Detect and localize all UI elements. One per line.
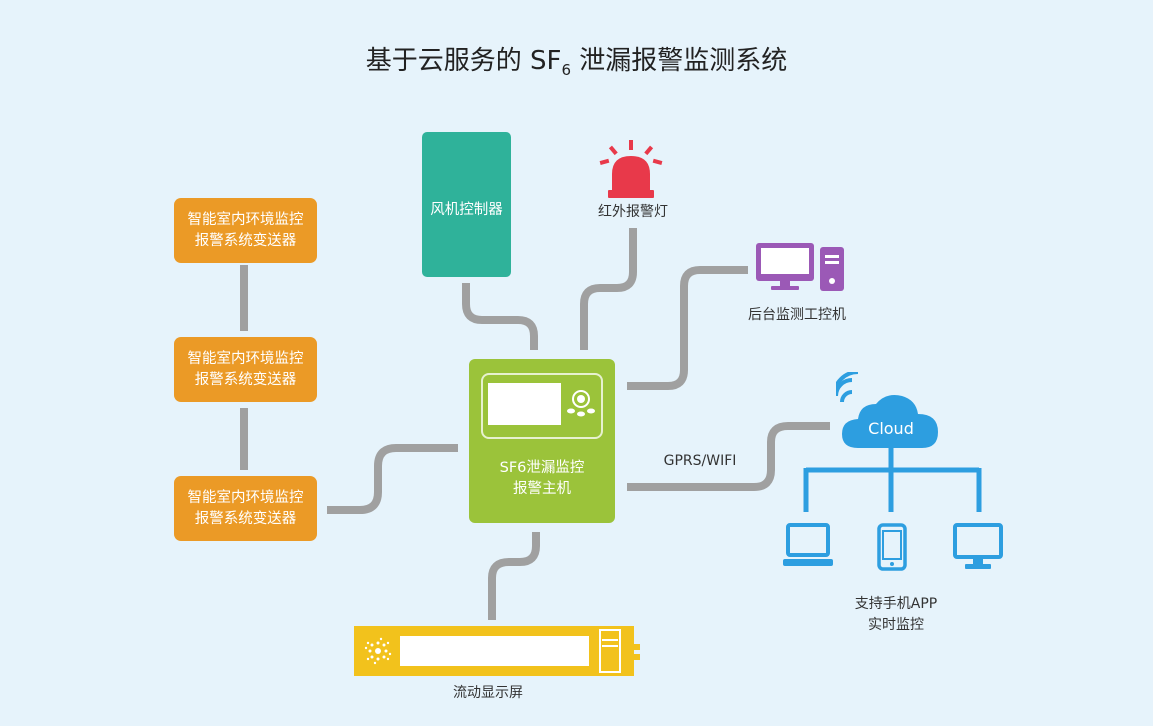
alarm-host-box: SF6泄漏监控 报警主机 [469,359,615,523]
page-title: 基于云服务的 SF6 泄漏报警监测系统 [0,40,1153,79]
host-label-line1: SF6泄漏监控 [499,460,585,476]
sensor-2-line1: 智能室内环境监控 [187,350,304,367]
wire-pc-host [627,266,748,390]
app-support-label: 支持手机APP 实时监控 [836,594,956,636]
led-display-label: 流动显示屏 [453,685,523,701]
wire-sensor-host [327,444,458,514]
wire-alarm-host [580,228,637,350]
host-label-line2: 报警主机 [513,481,571,497]
desktop-pc-icon [756,243,844,291]
wifi-icon [836,372,859,403]
sensor-box-3: 智能室内环境监控 报警系统变送器 [174,476,317,541]
led-display-icon [354,626,640,676]
sensor-1-line2: 报警系统变送器 [194,232,297,249]
title-rest: 泄漏报警监测系统 [571,46,788,76]
link-label: GPRS/WIFI [663,453,737,469]
fan-controller-box: 风机控制器 [422,132,511,277]
phone-icon [877,523,907,571]
sensor-2-line2: 报警系统变送器 [194,371,297,388]
host-screen [488,383,561,425]
sensor-3-line1: 智能室内环境监控 [187,489,304,506]
sensor-box-1: 智能室内环境监控 报警系统变送器 [174,198,317,263]
monitor-icon [953,523,1003,569]
cloud-label: Cloud [868,419,914,438]
fan-controller-label: 风机控制器 [430,202,503,218]
alarm-light-icon [599,140,663,198]
sensor-1-line1: 智能室内环境监控 [187,211,304,228]
cloud-icon [842,395,938,448]
sensor-box-2: 智能室内环境监控 报警系统变送器 [174,337,317,402]
alarm-light-label: 红外报警灯 [598,204,668,220]
title-main: 基于云服务的 SF [365,46,562,76]
sensor-3-line2: 报警系统变送器 [194,510,297,527]
wire-host-cloud [627,422,830,491]
title-subscript: 6 [561,61,571,80]
app-support-line1: 支持手机APP [854,596,938,612]
backend-pc-label: 后台监测工控机 [748,307,846,323]
host-panel-frame [481,373,603,439]
app-support-line2: 实时监控 [868,617,924,633]
wire-fan-host [462,283,538,350]
wire-host-display [488,532,540,620]
host-keypad-icon [567,390,595,417]
laptop-icon [783,523,833,566]
